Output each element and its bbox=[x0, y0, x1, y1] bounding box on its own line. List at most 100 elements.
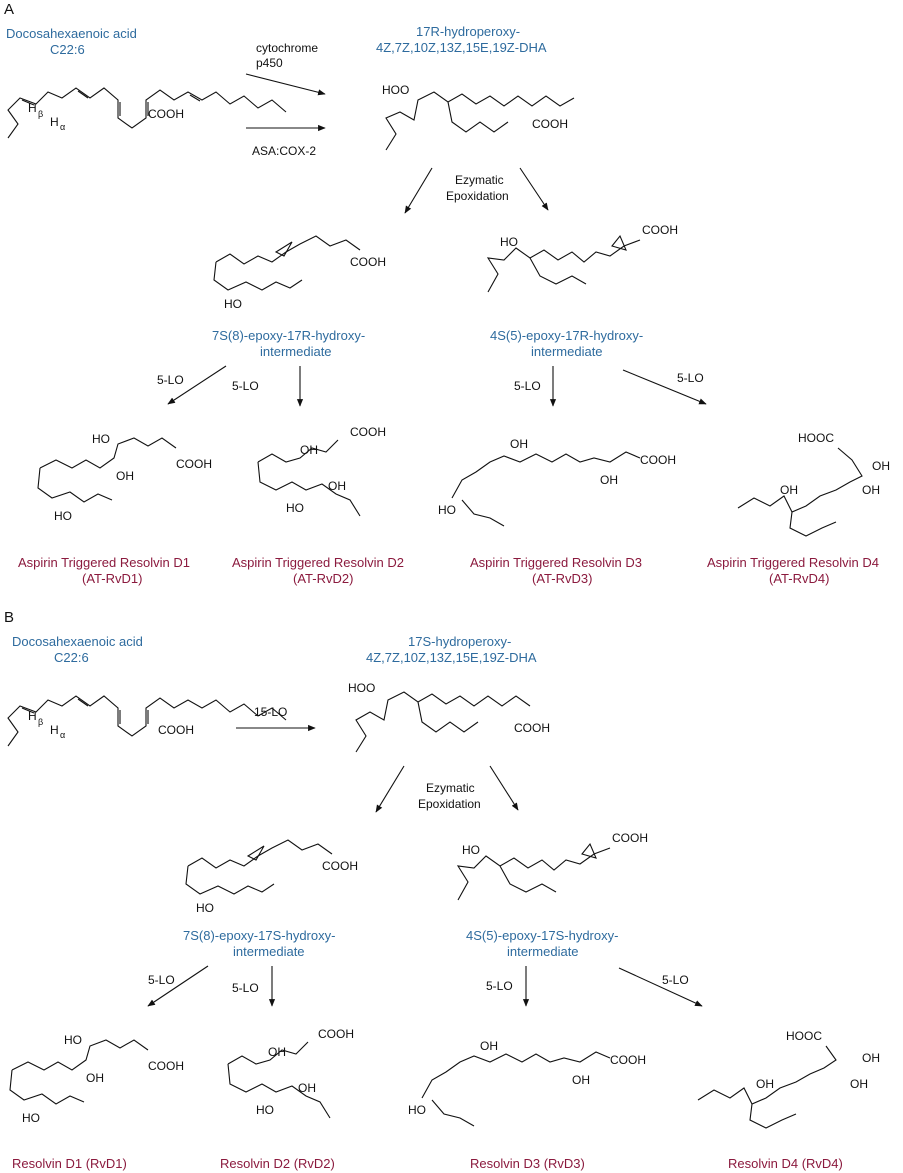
ho-label: HO bbox=[196, 901, 214, 915]
ho-label: HO bbox=[224, 297, 242, 311]
ho-3: HO bbox=[22, 1111, 40, 1125]
hydroperoxide-geometry: 4Z,7Z,10Z,13Z,15E,19Z-DHA bbox=[376, 40, 547, 55]
15lo-label: 15-LO bbox=[254, 705, 287, 719]
cooh-label: COOH bbox=[642, 223, 678, 237]
product-b2-name: Resolvin D2 (RvD2) bbox=[220, 1156, 335, 1171]
p450-label-1: cytochrome bbox=[256, 41, 318, 55]
h-beta: H bbox=[28, 709, 37, 723]
int4-name: 4S(5)-epoxy-17S-hydroxy- bbox=[466, 928, 618, 943]
hooc: HOOC bbox=[786, 1029, 822, 1043]
oh: OH bbox=[862, 1051, 880, 1065]
h-alpha: H bbox=[50, 115, 59, 129]
substrate-formula: C22:6 bbox=[54, 650, 89, 665]
cooh-label: COOH bbox=[148, 107, 184, 121]
epox-arrow-left-b bbox=[375, 765, 405, 813]
cooh: COOH bbox=[176, 457, 212, 471]
cooh-label: COOH bbox=[350, 255, 386, 269]
cooh-label: COOH bbox=[514, 721, 550, 735]
hydroperoxide-17s: 17S-hydroperoxy- 4Z,7Z,10Z,13Z,15E,19Z-D… bbox=[348, 634, 550, 753]
ho: HO bbox=[408, 1103, 426, 1117]
beta-sub: β bbox=[38, 109, 43, 119]
oh-2: OH bbox=[86, 1071, 104, 1085]
epox-arrow-right-b bbox=[489, 765, 519, 811]
h-alpha: H bbox=[50, 723, 59, 737]
h-beta: H bbox=[28, 101, 37, 115]
intermediate-7s8-17s: COOH HO 7S(8)-epoxy-17S-hydroxy- interme… bbox=[183, 839, 358, 959]
ho-3: HO bbox=[54, 509, 72, 523]
int7-suffix: intermediate bbox=[233, 944, 305, 959]
oh: OH bbox=[872, 459, 890, 473]
lo-arrow-4 bbox=[622, 369, 707, 405]
hoo-label: HOO bbox=[348, 681, 375, 695]
product-a4-name: Aspirin Triggered Resolvin D4 bbox=[707, 555, 879, 570]
cooh-label: COOH bbox=[532, 117, 568, 131]
dha-substrate-b: Docosahexaenoic acid C22:6 COOH H β H α bbox=[7, 634, 287, 747]
product-b1-name: Resolvin D1 (RvD1) bbox=[12, 1156, 127, 1171]
oh-2: OH bbox=[600, 473, 618, 487]
oh-3: OH bbox=[780, 483, 798, 497]
oh: OH bbox=[510, 437, 528, 451]
cooh: COOH bbox=[610, 1053, 646, 1067]
alpha-sub: α bbox=[60, 122, 65, 132]
product-a3-abbr: (AT-RvD3) bbox=[532, 571, 592, 586]
p450-arrow bbox=[245, 73, 326, 96]
at-rvd3-structure: OH COOH OH HO bbox=[438, 437, 676, 527]
cooh-label: COOH bbox=[322, 859, 358, 873]
dha-substrate-a: Docosahexaenoic acid C22:6 COOH H β H α bbox=[6, 26, 287, 139]
panel-b-label: B bbox=[4, 609, 14, 626]
beta-sub: β bbox=[38, 717, 43, 727]
lo-arrow-1 bbox=[167, 365, 227, 405]
lo-label-4: 5-LO bbox=[677, 371, 704, 385]
hydroperoxide-name: 17S-hydroperoxy- bbox=[408, 634, 511, 649]
int7-suffix: intermediate bbox=[260, 344, 332, 359]
ho-1: HO bbox=[64, 1033, 82, 1047]
alpha-sub: α bbox=[60, 730, 65, 740]
intermediate-4s5-17r: HO COOH 4S(5)-epoxy-17R-hydroxy- interme… bbox=[486, 223, 678, 359]
cooh: COOH bbox=[318, 1027, 354, 1041]
cox2-label: ASA:COX-2 bbox=[252, 144, 316, 158]
product-a4-abbr: (AT-RvD4) bbox=[769, 571, 829, 586]
oh: OH bbox=[268, 1045, 286, 1059]
epox-label-1: Ezymatic bbox=[455, 173, 504, 187]
ho: HO bbox=[286, 501, 304, 515]
intermediate-4s5-17s: HO COOH 4S(5)-epoxy-17S-hydroxy- interme… bbox=[456, 831, 648, 959]
cooh-label: COOH bbox=[612, 831, 648, 845]
hydroperoxide-17r: 17R-hydroperoxy- 4Z,7Z,10Z,13Z,15E,19Z-D… bbox=[376, 24, 575, 151]
oh-2: OH bbox=[328, 479, 346, 493]
product-a2-name: Aspirin Triggered Resolvin D2 bbox=[232, 555, 404, 570]
product-a1-name: Aspirin Triggered Resolvin D1 bbox=[18, 555, 190, 570]
intermediate-7s8-17r: COOH HO 7S(8)-epoxy-17R-hydroxy- interme… bbox=[212, 235, 386, 359]
at-rvd4-structure: HOOC OH OH OH bbox=[737, 431, 890, 537]
ho: HO bbox=[438, 503, 456, 517]
cooh: COOH bbox=[350, 425, 386, 439]
product-b3-name: Resolvin D3 (RvD3) bbox=[470, 1156, 585, 1171]
rvd1-structure: HO OH COOH HO bbox=[9, 1033, 184, 1125]
lo-label-b2: 5-LO bbox=[232, 981, 259, 995]
int4-suffix: intermediate bbox=[507, 944, 579, 959]
ho: HO bbox=[256, 1103, 274, 1117]
ho-label: HO bbox=[500, 235, 518, 249]
oh: OH bbox=[480, 1039, 498, 1053]
int4-name: 4S(5)-epoxy-17R-hydroxy- bbox=[490, 328, 643, 343]
ho-label: HO bbox=[462, 843, 480, 857]
lo-label-b4: 5-LO bbox=[662, 973, 689, 987]
epox-label-1: Ezymatic bbox=[426, 781, 475, 795]
oh-2: OH bbox=[298, 1081, 316, 1095]
product-a2-abbr: (AT-RvD2) bbox=[293, 571, 353, 586]
epox-label-2: Epoxidation bbox=[418, 797, 481, 811]
cooh-label: COOH bbox=[158, 723, 194, 737]
lo-label-1: 5-LO bbox=[157, 373, 184, 387]
cooh: COOH bbox=[640, 453, 676, 467]
lo-label-b3: 5-LO bbox=[486, 979, 513, 993]
int7-name: 7S(8)-epoxy-17S-hydroxy- bbox=[183, 928, 335, 943]
oh-2: OH bbox=[116, 469, 134, 483]
at-rvd2-structure: COOH OH OH HO bbox=[257, 425, 386, 517]
int7-name: 7S(8)-epoxy-17R-hydroxy- bbox=[212, 328, 365, 343]
p450-label-2: p450 bbox=[256, 56, 283, 70]
hydroperoxide-geometry: 4Z,7Z,10Z,13Z,15E,19Z-DHA bbox=[366, 650, 537, 665]
substrate-name: Docosahexaenoic acid bbox=[6, 26, 137, 41]
epox-arrow-left bbox=[404, 167, 433, 214]
lo-arrow-b1 bbox=[147, 965, 209, 1007]
hoo-label: HOO bbox=[382, 83, 409, 97]
